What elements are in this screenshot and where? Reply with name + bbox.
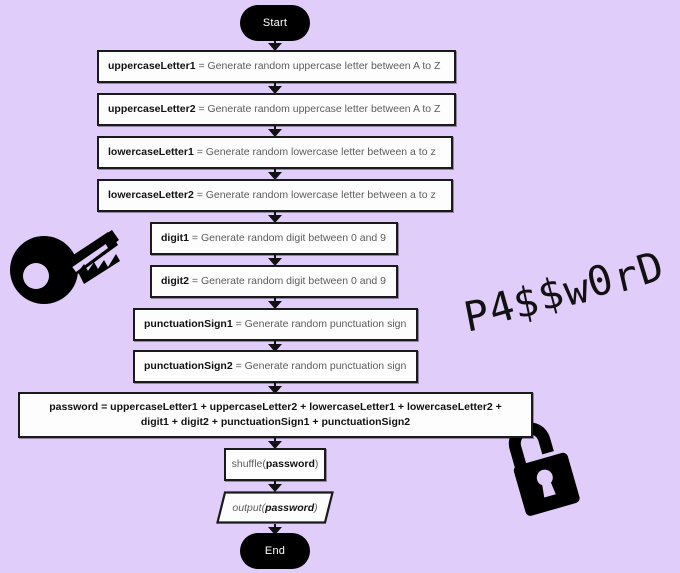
- process-password-concatenation: password = uppercaseLetter1 + uppercaseL…: [18, 392, 533, 438]
- process-text: password = uppercaseLetter1 + uppercaseL…: [41, 400, 510, 430]
- connector-concat-to-shuffle: [268, 438, 282, 449]
- process-lowercase-letter-2: lowercaseLetter2 = Generate random lower…: [97, 179, 453, 212]
- connector-start-to-uppercase1: [268, 41, 282, 51]
- var-name: uppercaseLetter2: [108, 102, 196, 115]
- var-name: digit1: [161, 231, 189, 244]
- equals: =: [195, 102, 208, 115]
- start-terminator: Start: [240, 5, 310, 41]
- var-name: uppercaseLetter1: [108, 59, 196, 72]
- equals: =: [193, 188, 206, 201]
- process-punctuation-sign-2: punctuationSign2 = Generate random punct…: [133, 350, 418, 383]
- var-name: punctuationSign1: [144, 317, 233, 330]
- connector-punctuation1-to-punctuation2: [268, 341, 282, 352]
- equals: =: [189, 231, 201, 244]
- process-text: shuffle(password): [224, 458, 327, 471]
- concat-line-1: password = uppercaseLetter1 + uppercaseL…: [49, 400, 502, 413]
- var-name: lowercaseLetter1: [108, 145, 194, 158]
- process-shuffle: shuffle(password): [224, 448, 326, 481]
- process-uppercase-letter-2: uppercaseLetter2 = Generate random upper…: [97, 93, 456, 126]
- process-text: uppercaseLetter1 = Generate random upper…: [99, 60, 446, 73]
- expression: Generate random uppercase letter between…: [207, 59, 441, 72]
- function-name: shuffle(: [231, 457, 266, 470]
- paren-close: ): [314, 501, 318, 514]
- expression: Generate random lowercase letter between…: [205, 145, 436, 158]
- password-wordmark: P4$$w0rD: [458, 241, 670, 341]
- process-uppercase-letter-1: uppercaseLetter1 = Generate random upper…: [97, 50, 456, 83]
- process-text: digit2 = Generate random digit between 0…: [152, 275, 392, 288]
- process-text: digit1 = Generate random digit between 0…: [152, 232, 392, 245]
- connector-uppercase1-to-uppercase2: [268, 83, 282, 94]
- var-name: punctuationSign2: [144, 359, 233, 372]
- process-text: punctuationSign1 = Generate random punct…: [135, 318, 412, 331]
- io-output-text: output(password): [216, 491, 334, 524]
- var-name: lowercaseLetter2: [108, 188, 194, 201]
- concat-line-2: digit1 + digit2 + punctuationSign1 + pun…: [140, 416, 411, 428]
- process-punctuation-sign-1: punctuationSign1 = Generate random punct…: [133, 308, 418, 341]
- connector-shuffle-to-output: [268, 481, 282, 492]
- equals: =: [232, 359, 245, 372]
- process-text: uppercaseLetter2 = Generate random upper…: [99, 103, 446, 116]
- function-name: output(: [232, 501, 266, 514]
- connector-uppercase2-to-lowercase1: [268, 126, 282, 137]
- paren-close: ): [314, 457, 319, 470]
- equals: =: [189, 274, 201, 287]
- expression: Generate random lowercase letter between…: [205, 188, 436, 201]
- end-terminator: End: [240, 533, 310, 569]
- process-text: punctuationSign2 = Generate random punct…: [135, 360, 412, 373]
- process-digit-1: digit1 = Generate random digit between 0…: [150, 222, 398, 255]
- connector-lowercase2-to-digit1: [268, 212, 282, 223]
- key-icon: [4, 228, 120, 306]
- equals: =: [195, 59, 208, 72]
- connector-digit1-to-digit2: [268, 255, 282, 266]
- start-label: Start: [262, 17, 288, 29]
- expression: Generate random punctuation sign: [244, 317, 407, 330]
- equals: =: [232, 317, 245, 330]
- process-text: lowercaseLetter1 = Generate random lower…: [99, 146, 442, 159]
- connector-punctuation2-to-concat: [268, 383, 282, 394]
- connector-digit2-to-punctuation1: [268, 298, 282, 309]
- expression: Generate random punctuation sign: [244, 359, 407, 372]
- end-label: End: [264, 545, 286, 557]
- expression: Generate random uppercase letter between…: [207, 102, 441, 115]
- function-arg: password: [265, 457, 315, 470]
- connector-lowercase1-to-lowercase2: [268, 169, 282, 180]
- process-lowercase-letter-1: lowercaseLetter1 = Generate random lower…: [97, 136, 453, 169]
- function-arg: password: [265, 501, 315, 514]
- process-digit-2: digit2 = Generate random digit between 0…: [150, 265, 398, 298]
- equals: =: [193, 145, 206, 158]
- expression: Generate random digit between 0 and 9: [200, 231, 387, 244]
- expression: Generate random digit between 0 and 9: [200, 274, 387, 287]
- process-text: lowercaseLetter2 = Generate random lower…: [99, 189, 442, 202]
- io-output: output(password): [216, 491, 334, 524]
- connector-output-to-end: [268, 524, 282, 535]
- var-name: digit2: [161, 274, 189, 287]
